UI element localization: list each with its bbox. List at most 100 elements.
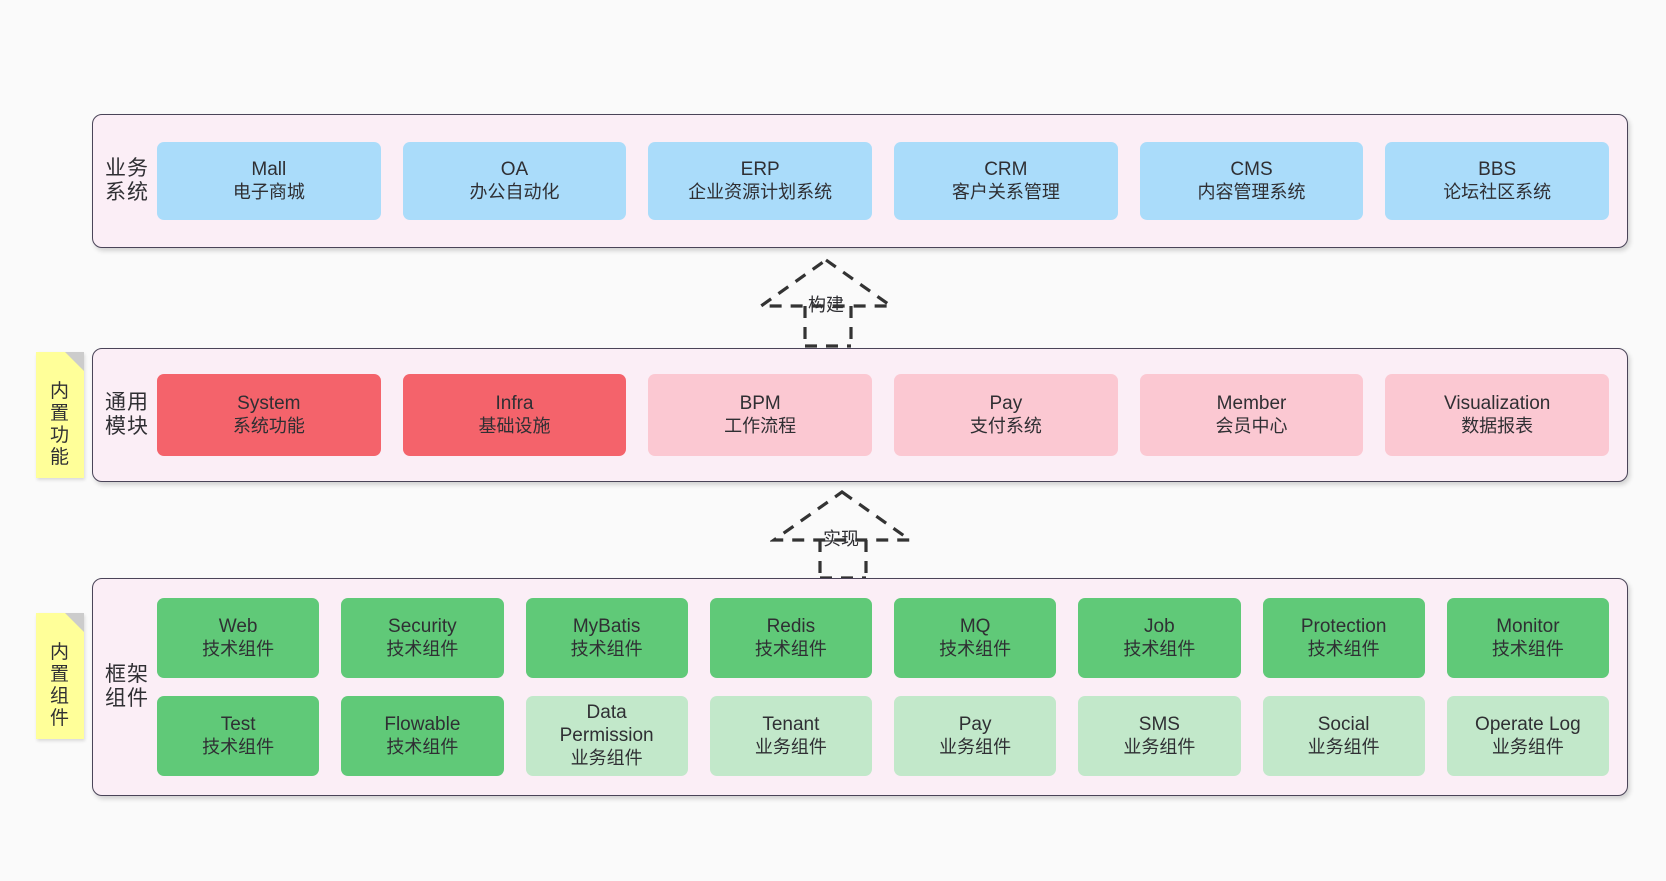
card-title: Mall	[251, 158, 287, 180]
card-title: CRM	[984, 158, 1028, 180]
card-subtitle: 数据报表	[1461, 415, 1534, 436]
layer-business-system: 业务系统 Mall 电子商城 OA 办公自动化 ERP 企业资源计划系统 CRM…	[92, 114, 1628, 248]
card-member[interactable]: Member 会员中心	[1139, 374, 1364, 456]
card-title: Pay	[958, 713, 992, 735]
card-crm[interactable]: CRM 客户关系管理	[894, 142, 1118, 220]
card-subtitle: 电子商城	[232, 181, 305, 202]
card-subtitle: 论坛社区系统	[1443, 181, 1552, 202]
card-mybatis[interactable]: MyBatis 技术组件	[525, 598, 688, 678]
layer-body-common-module: System 系统功能 Infra 基础设施 BPM 工作流程 Pay 支付系统…	[149, 349, 1627, 481]
sticky-note-builtin-function[interactable]: 内置功能	[36, 352, 84, 478]
layer-title-business-system: 业务系统	[105, 157, 149, 204]
card-subtitle: 业务组件	[1491, 736, 1564, 757]
card-title: MyBatis	[572, 615, 641, 637]
card-mall[interactable]: Mall 电子商城	[157, 142, 381, 220]
card-title: Web	[218, 615, 258, 637]
card-bbs[interactable]: BBS 论坛社区系统	[1385, 142, 1610, 220]
card-subtitle: 技术组件	[939, 638, 1012, 659]
card-subtitle: 客户关系管理	[951, 181, 1060, 202]
card-mq[interactable]: MQ 技术组件	[894, 598, 1057, 678]
card-subtitle: 会员中心	[1215, 415, 1288, 436]
card-title: Member	[1216, 392, 1287, 414]
card-system[interactable]: System 系统功能	[157, 374, 381, 456]
card-row: Test 技术组件 Flowable 技术组件 Data Permission …	[157, 696, 1609, 776]
card-flowable[interactable]: Flowable 技术组件	[341, 696, 504, 776]
card-title: Tenant	[762, 713, 820, 735]
card-subtitle: 技术组件	[754, 638, 827, 659]
card-operate-log[interactable]: Operate Log 业务组件	[1446, 696, 1609, 776]
card-title: Visualization	[1444, 392, 1551, 414]
card-security[interactable]: Security 技术组件	[341, 598, 504, 678]
card-subtitle: 业务组件	[1123, 736, 1196, 757]
card-subtitle: 工作流程	[724, 415, 797, 436]
card-subtitle: 办公自动化	[469, 181, 560, 202]
card-subtitle: 支付系统	[969, 415, 1042, 436]
card-erp[interactable]: ERP 企业资源计划系统	[648, 142, 873, 220]
card-subtitle: 技术组件	[202, 638, 275, 659]
card-oa[interactable]: OA 办公自动化	[402, 142, 627, 220]
card-sms[interactable]: SMS 业务组件	[1078, 696, 1241, 776]
card-title: Job	[1144, 615, 1175, 637]
layer-title-common-module: 通用模块	[105, 391, 149, 438]
card-title: Protection	[1300, 615, 1387, 637]
card-subtitle: 技术组件	[202, 736, 275, 757]
card-subtitle: 业务组件	[939, 736, 1012, 757]
card-data-permission[interactable]: Data Permission 业务组件	[525, 696, 688, 776]
card-subtitle: 技术组件	[1123, 638, 1196, 659]
layer-body-business-system: Mall 电子商城 OA 办公自动化 ERP 企业资源计划系统 CRM 客户关系…	[149, 115, 1627, 247]
sticky-note-builtin-component[interactable]: 内置组件	[36, 613, 84, 739]
card-title: CMS	[1230, 158, 1273, 180]
note-fold-icon	[65, 352, 84, 371]
layer-body-framework-component: Web 技术组件 Security 技术组件 MyBatis 技术组件 Redi…	[149, 579, 1627, 795]
card-subtitle: 技术组件	[1307, 638, 1380, 659]
card-title: Test	[220, 713, 256, 735]
card-pay-component[interactable]: Pay 业务组件	[894, 696, 1057, 776]
card-subtitle: 技术组件	[1491, 638, 1564, 659]
card-redis[interactable]: Redis 技术组件	[709, 598, 872, 678]
card-social[interactable]: Social 业务组件	[1262, 696, 1425, 776]
card-title: BPM	[739, 392, 781, 414]
card-title: Security	[388, 615, 457, 637]
card-title: Flowable	[384, 713, 461, 735]
card-title: Pay	[989, 392, 1023, 414]
card-visualization[interactable]: Visualization 数据报表	[1385, 374, 1610, 456]
build-arrow-icon	[755, 258, 897, 348]
sticky-note-label: 内置功能	[49, 381, 70, 468]
sticky-note-label: 内置组件	[49, 642, 70, 729]
card-web[interactable]: Web 技术组件	[157, 598, 320, 678]
card-title: Infra	[495, 392, 534, 414]
card-title: Redis	[766, 615, 816, 637]
card-subtitle: 技术组件	[386, 736, 459, 757]
layer-title-framework-component: 框架组件	[105, 663, 149, 710]
card-subtitle: 系统功能	[232, 415, 305, 436]
card-subtitle: 基础设施	[478, 415, 551, 436]
card-subtitle: 技术组件	[570, 638, 643, 659]
card-title: Data Permission	[559, 702, 654, 747]
card-subtitle: 企业资源计划系统	[688, 181, 833, 202]
card-title: ERP	[740, 158, 780, 180]
card-subtitle: 内容管理系统	[1197, 181, 1306, 202]
layer-framework-component: 框架组件 Web 技术组件 Security 技术组件 MyBatis 技术组件…	[92, 578, 1628, 796]
card-subtitle: 业务组件	[570, 748, 643, 768]
card-job[interactable]: Job 技术组件	[1078, 598, 1241, 678]
card-protection[interactable]: Protection 技术组件	[1262, 598, 1425, 678]
card-test[interactable]: Test 技术组件	[157, 696, 320, 776]
card-subtitle: 技术组件	[386, 638, 459, 659]
card-cms[interactable]: CMS 内容管理系统	[1139, 142, 1364, 220]
card-title: Social	[1317, 713, 1370, 735]
card-monitor[interactable]: Monitor 技术组件	[1446, 598, 1609, 678]
card-tenant[interactable]: Tenant 业务组件	[709, 696, 872, 776]
card-title: MQ	[959, 615, 991, 637]
card-infra[interactable]: Infra 基础设施	[402, 374, 627, 456]
card-row: Mall 电子商城 OA 办公自动化 ERP 企业资源计划系统 CRM 客户关系…	[157, 142, 1610, 220]
card-title: BBS	[1478, 158, 1517, 180]
card-title: System	[237, 392, 301, 414]
card-title: SMS	[1138, 713, 1180, 735]
layer-common-module: 通用模块 System 系统功能 Infra 基础设施 BPM 工作流程 Pay…	[92, 348, 1628, 482]
card-title: OA	[500, 158, 529, 180]
card-bpm[interactable]: BPM 工作流程	[648, 374, 873, 456]
connector-build: 构建	[755, 258, 908, 348]
card-pay-module[interactable]: Pay 支付系统	[894, 374, 1118, 456]
card-subtitle: 业务组件	[1307, 736, 1380, 757]
